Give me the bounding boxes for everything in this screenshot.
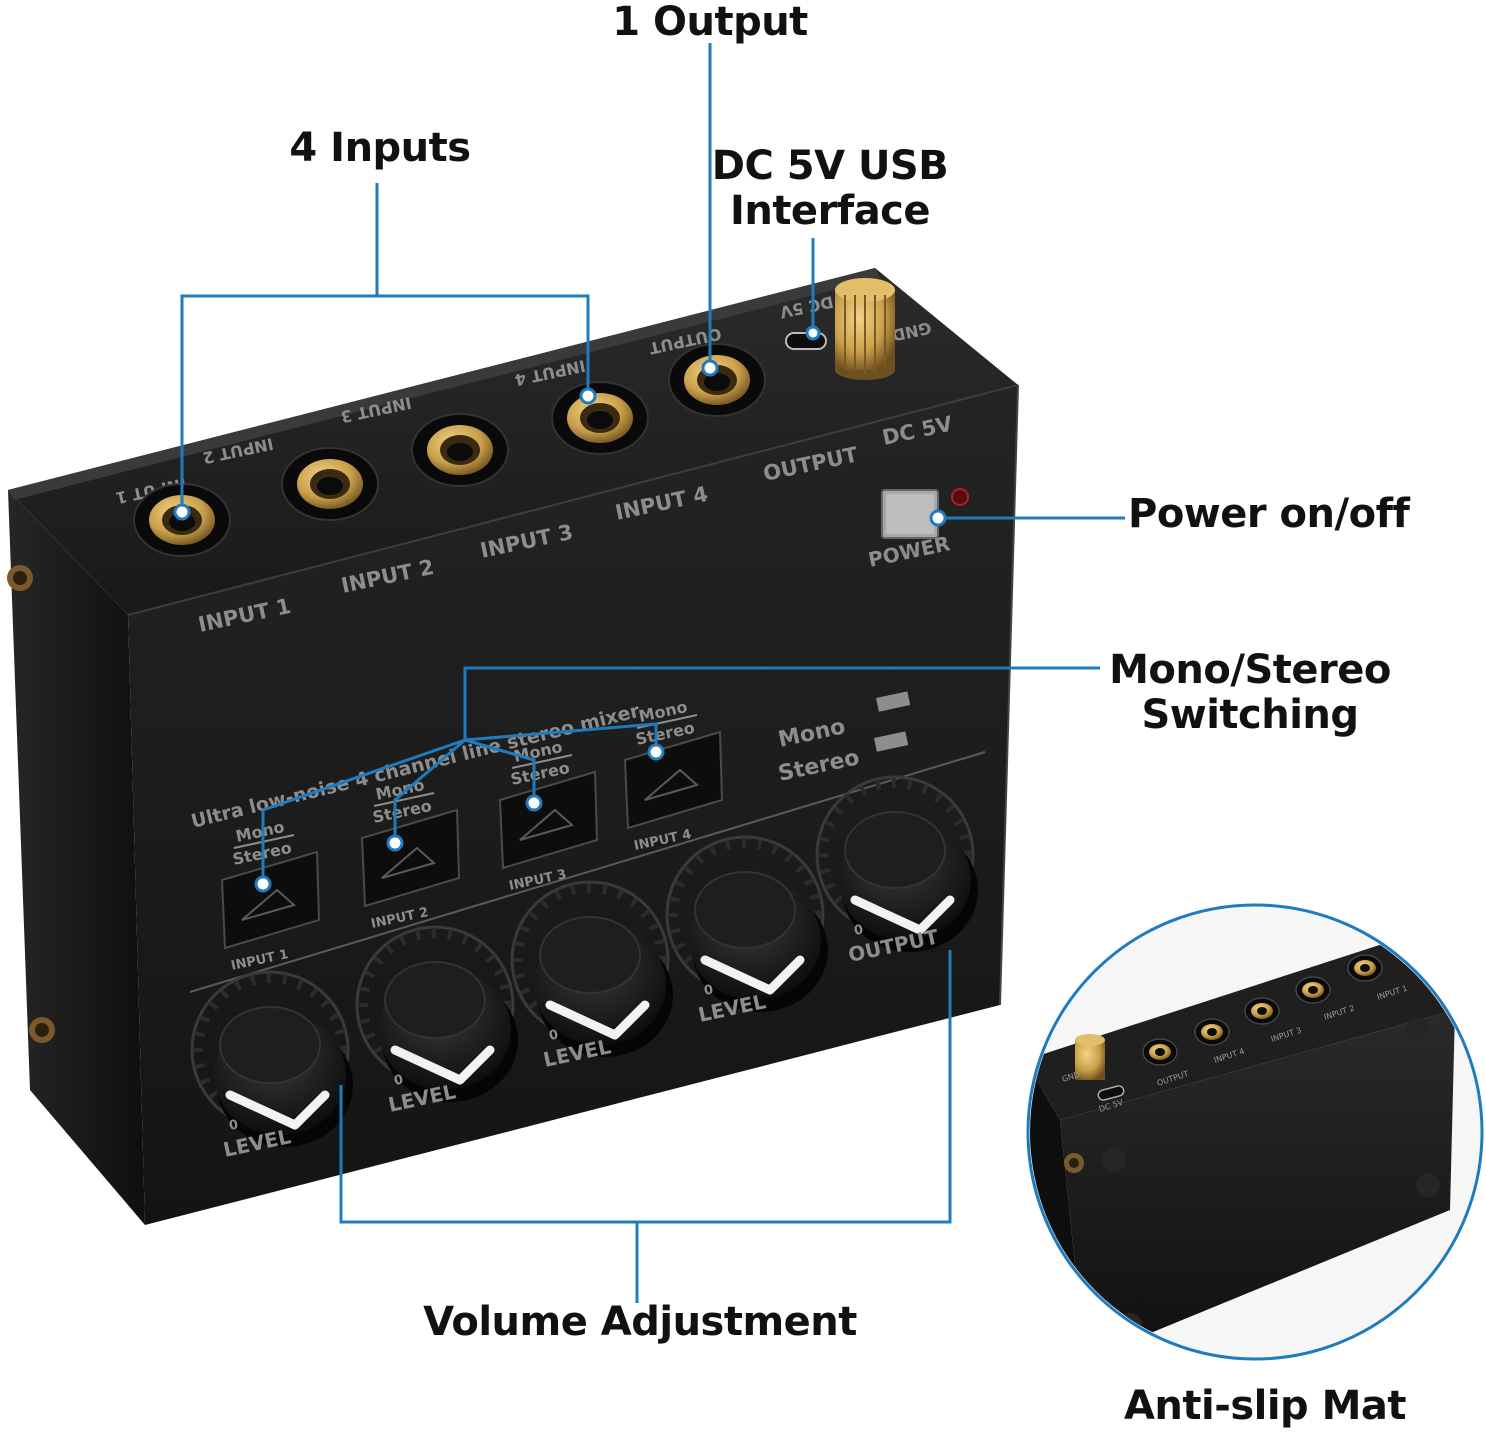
output-jack-icon [668,343,766,417]
input-jack-icon [411,413,509,487]
knob-zero-label: 0 [393,1072,405,1089]
power-led-icon [951,488,969,506]
side-screw-icon [7,565,33,591]
audio-jacks [133,343,766,557]
mono-stereo-switch[interactable] [360,808,461,908]
inset-jack-icon [1295,976,1331,1004]
inset-jack-icon [1142,1038,1178,1066]
mono-stereo-switch[interactable] [220,850,321,950]
side-screw-icon [29,1017,55,1043]
callout-dc-usb-line1: DC 5V USB [711,143,949,189]
knob-zero-label: 0 [548,1027,560,1044]
knob-zero-label: 0 [703,982,715,999]
callout-power: Power on/off [1128,491,1410,537]
knob-zero-label: 0 [228,1117,240,1134]
input-jack-icon [133,483,231,557]
callout-volume: Volume Adjustment [423,1299,857,1345]
inset-jack-icon [1194,1018,1230,1046]
power-button[interactable] [881,489,939,539]
gnd-screw-icon [835,278,895,380]
stereo-indicator-icon [873,731,909,752]
level-knob[interactable] [355,925,518,1102]
callout-dc-usb-line2: Interface [729,187,931,234]
callout-dots [173,325,947,893]
callout-dc-usb: DC 5V USB Interface [700,144,960,234]
mono-indicator-icon [876,691,911,712]
callout-lines [180,43,1125,1303]
callout-inputs: 4 Inputs [289,125,471,171]
level-knob[interactable] [190,970,353,1147]
device-back-edge [8,268,880,500]
callout-mono-stereo-line1: Mono/Stereo [1109,647,1391,693]
callout-output: 1 Output [612,0,808,45]
inset-jack-icon [1347,954,1383,982]
callout-mono-stereo-line2: Switching [1141,691,1359,738]
device-top-face [8,268,1018,615]
output-knob[interactable] [815,775,978,952]
level-knob[interactable] [665,835,828,1012]
mono-stereo-switch[interactable] [498,770,599,870]
input-jack-icon [551,381,649,455]
knob-zero-label: 0 [853,922,865,939]
inset-jack-icon [1244,997,1280,1025]
callout-mono-stereo: Mono/Stereo Switching [1090,648,1410,738]
level-knob[interactable] [510,880,673,1057]
input-jack-icon [281,447,379,521]
callout-anti-slip: Anti-slip Mat [1123,1383,1407,1429]
